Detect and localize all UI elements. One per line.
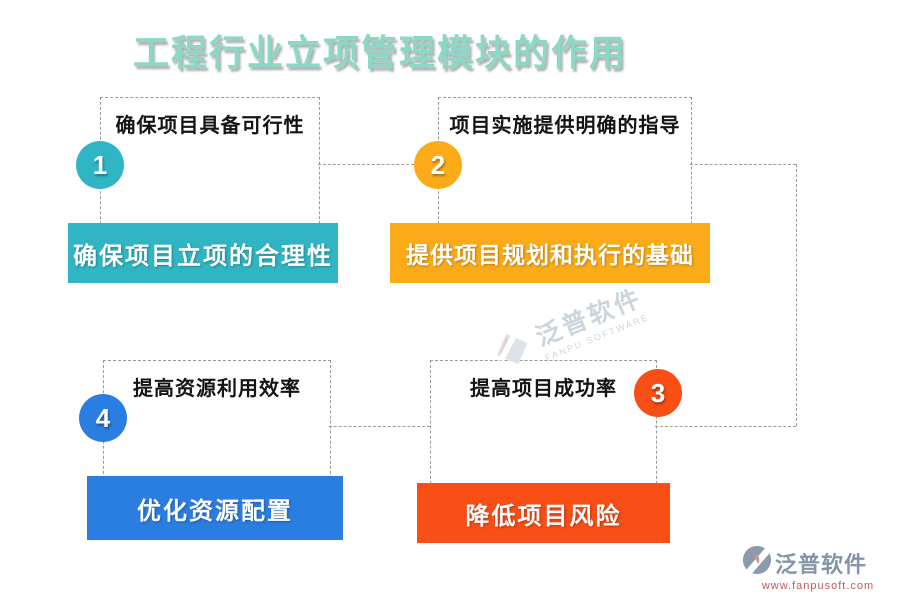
item-1-dashed-box: 确保项目具备可行性: [100, 97, 320, 244]
item-1-number-badge: 1: [76, 141, 124, 189]
item-3-result-band: 降低项目风险: [417, 483, 670, 543]
connector-right-vertical: [796, 164, 797, 426]
item-3-dashed-box: 提高项目成功率: [430, 360, 657, 489]
watermark-brand-en: FANPU SOFTWARE: [543, 311, 651, 363]
item-2-heading: 项目实施提供明确的指导: [449, 115, 681, 137]
item-1-heading: 确保项目具备可行性: [115, 115, 305, 137]
item-3-heading: 提高项目成功率: [470, 378, 617, 400]
item-4-heading: 提高资源利用效率: [133, 378, 301, 400]
item-1-result-band: 确保项目立项的合理性: [68, 223, 338, 283]
page-title: 工程行业立项管理模块的作用: [132, 33, 627, 73]
item-2-dashed-box: 项目实施提供明确的指导: [438, 97, 692, 244]
connector-item3-right-horizontal: [655, 426, 796, 427]
footer-brand: 泛普软件: [775, 551, 868, 577]
footer-logo: 泛普软件 www.fanpusoft.com: [742, 545, 894, 592]
item-3-number-badge: 3: [634, 369, 682, 417]
item-4-result-band: 优化资源配置: [87, 476, 343, 540]
item-4-number-badge: 4: [79, 394, 127, 442]
item-2-result-band: 提供项目规划和执行的基础: [390, 223, 710, 283]
item-4-dashed-box: 提高资源利用效率: [103, 360, 331, 489]
watermark-brand: 泛普软件: [532, 284, 647, 352]
connector-item1-to-item2: [318, 164, 414, 165]
footer-logo-icon: [742, 545, 772, 580]
item-2-number-badge: 2: [414, 141, 462, 189]
connector-item4-to-item3: [329, 426, 430, 427]
connector-item2-right-horizontal: [690, 164, 796, 165]
footer-website: www.fanpusoft.com: [761, 580, 875, 592]
